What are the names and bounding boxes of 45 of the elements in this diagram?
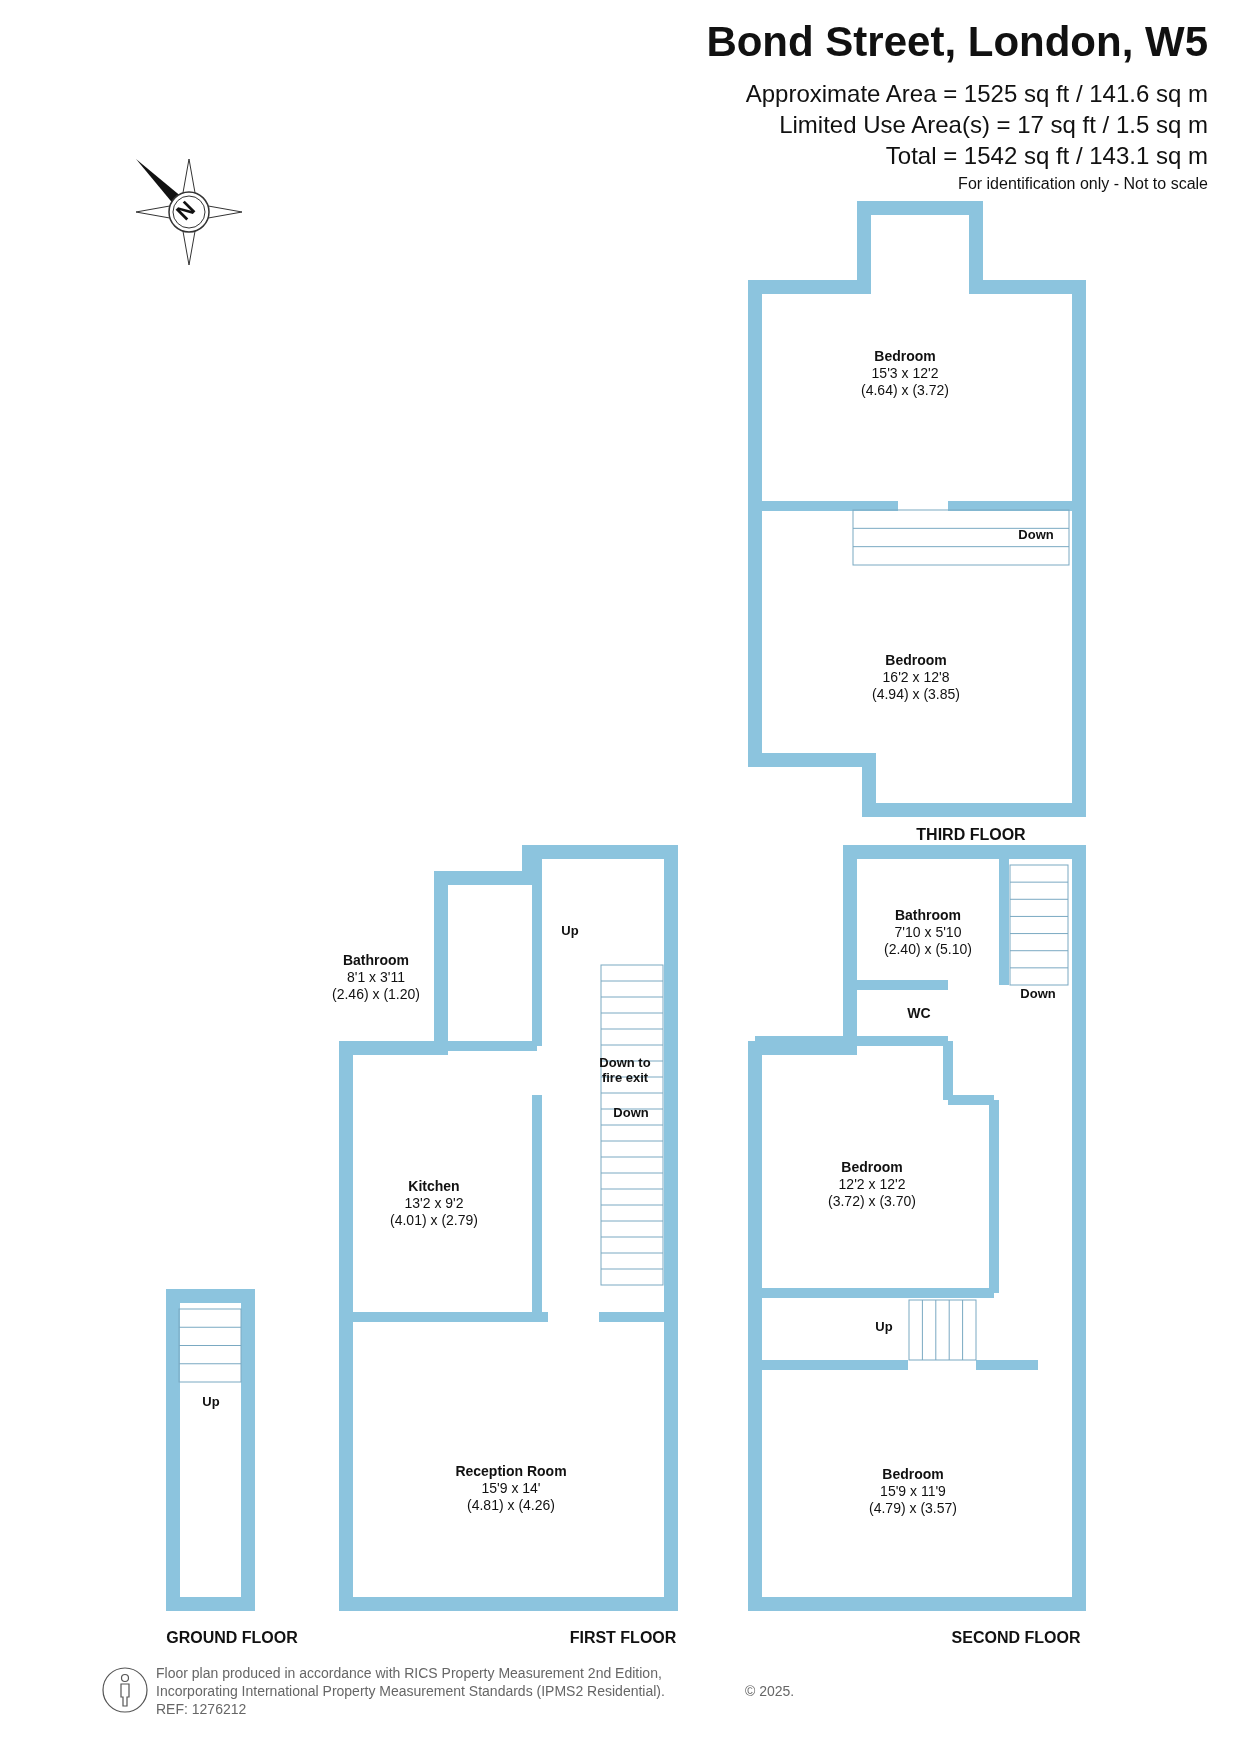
room-dimensions-imperial: 16'2 x 12'8: [881, 669, 951, 686]
stair-direction: Down to fire exit: [598, 1055, 652, 1085]
floor-label: FIRST FLOOR: [569, 1629, 677, 1647]
footer-note: Floor plan produced in accordance with RICS Property Measurement 2nd Edition, Incorporating International Property Measurement Standards (IPMS2 Residential).: [156, 1664, 666, 1700]
floor-label: GROUND FLOOR: [166, 1629, 298, 1647]
room-dimensions-imperial: 13'2 x 9'2: [403, 1195, 465, 1212]
room-dimensions-metric: (4.64) x (3.72): [861, 382, 949, 399]
room-dimensions-metric: (2.40) x (5.10): [884, 941, 972, 958]
room-dimensions-metric: (4.79) x (3.57): [869, 1500, 957, 1517]
room-name: WC: [907, 1005, 931, 1022]
compass-letter: N: [171, 196, 201, 226]
room-dimensions-imperial: 15'9 x 14': [480, 1480, 542, 1497]
room-dimensions-metric: (2.46) x (1.20): [332, 986, 420, 1003]
title: Bond Street, London, W5: [706, 18, 1208, 66]
stair-direction: Up: [202, 1394, 220, 1409]
room-name: Bathroom: [341, 952, 411, 969]
area-text: Total = 1542 sq ft / 143.1 sq m: [885, 142, 1208, 170]
room-dimensions-metric: (4.01) x (2.79): [390, 1212, 478, 1229]
stair-direction: Down: [613, 1105, 649, 1120]
room-dimensions-imperial: 15'9 x 11'9: [879, 1483, 947, 1500]
room-dimensions-metric: (3.72) x (3.70): [828, 1193, 916, 1210]
room-name: Bedroom: [884, 652, 948, 669]
room-dimensions-imperial: 12'2 x 12'2: [837, 1176, 907, 1193]
stair-direction: Up: [875, 1319, 893, 1334]
floor-label: SECOND FLOOR: [951, 1629, 1081, 1647]
area-text: Limited Use Area(s) = 17 sq ft / 1.5 sq m: [779, 111, 1208, 139]
room-dimensions-metric: (4.81) x (4.26): [466, 1497, 556, 1514]
note: For identification only - Not to scale: [958, 175, 1208, 193]
room-name: Kitchen: [407, 1178, 461, 1195]
room-name: Bedroom: [881, 1466, 945, 1483]
room-dimensions-imperial: 7'10 x 5'10: [893, 924, 963, 941]
stair-direction: Down: [1018, 527, 1054, 542]
copyright-text: © 2025.: [745, 1682, 795, 1700]
room-dimensions-imperial: 8'1 x 3'11: [346, 969, 406, 986]
room-name: Bathroom: [893, 907, 963, 924]
reference-number: REF: 1276212: [156, 1700, 247, 1718]
stair-direction: Up: [561, 923, 579, 938]
floor-label: THIRD FLOOR: [916, 826, 1026, 844]
area-text: Approximate Area = 1525 sq ft / 141.6 sq m: [745, 80, 1208, 108]
stair-direction: Down: [1020, 986, 1056, 1001]
room-name: Reception Room: [455, 1463, 567, 1480]
room-name: Bedroom: [873, 348, 937, 365]
room-dimensions-imperial: 15'3 x 12'2: [870, 365, 940, 382]
room-name: Bedroom: [840, 1159, 904, 1176]
room-dimensions-metric: (4.94) x (3.85): [872, 686, 960, 703]
